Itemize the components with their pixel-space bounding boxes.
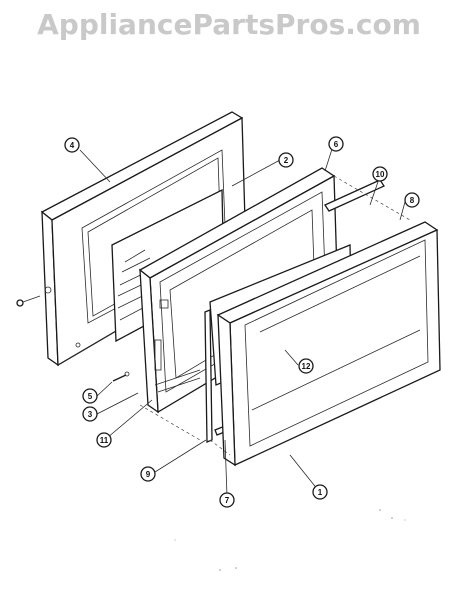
callout-7: 7	[219, 492, 235, 508]
callout-6: 6	[328, 136, 344, 152]
callout-11: 11	[96, 432, 112, 448]
callout-6-label: 6	[334, 140, 339, 149]
callout-5-label: 5	[88, 392, 93, 401]
callout-7-label: 7	[225, 496, 230, 505]
watermark-text: AppliancePartsPros.com	[37, 8, 421, 41]
callout-8-label: 8	[410, 196, 415, 205]
callout-4: 4	[64, 137, 80, 153]
callout-8: 8	[404, 192, 420, 208]
callout-4-label: 4	[70, 141, 75, 150]
callout-11-label: 11	[100, 436, 109, 445]
screw-left	[16, 295, 41, 307]
callout-2: 2	[278, 152, 294, 168]
scan-specks	[174, 509, 406, 571]
callout-9: 9	[140, 466, 156, 482]
screw-5	[112, 371, 130, 382]
front-frame	[216, 221, 441, 467]
callout-10-label: 10	[376, 170, 385, 179]
callout-12-label: 12	[302, 362, 311, 371]
hinge-strip	[154, 309, 213, 443]
callout-1-label: 1	[318, 488, 323, 497]
callout-3-label: 3	[88, 410, 93, 419]
callout-1: 1	[312, 484, 328, 500]
callout-5: 5	[82, 388, 98, 404]
side-channel	[324, 179, 385, 212]
callout-3: 3	[82, 406, 98, 422]
callout-12: 12	[298, 358, 314, 374]
callout-10: 10	[372, 166, 388, 182]
leader-lines	[79, 145, 406, 497]
callout-2-label: 2	[284, 156, 289, 165]
callout-9-label: 9	[146, 470, 151, 479]
